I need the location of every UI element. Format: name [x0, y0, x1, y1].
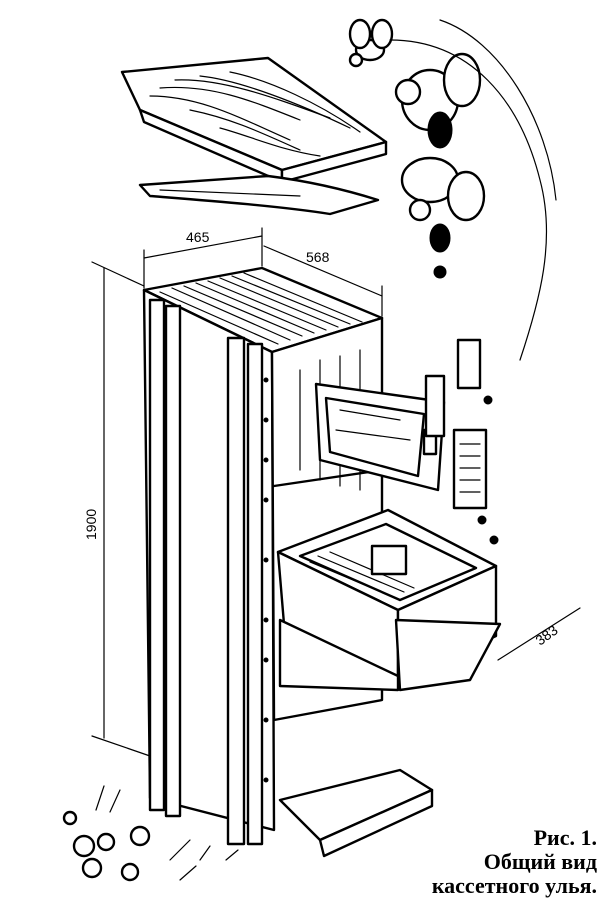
hive-lid [120, 56, 388, 184]
bee-2 [394, 52, 482, 149]
landing-board [278, 768, 434, 858]
depth-label: 568 [306, 249, 330, 265]
nails [263, 377, 269, 783]
caption-line-2: Общий вид [483, 849, 597, 874]
bee-3 [400, 156, 486, 253]
bee-4 [433, 265, 499, 545]
bee-1 [348, 18, 394, 68]
drawer-depth-label: 383 [532, 622, 560, 649]
feeder-parts [424, 338, 488, 510]
dimension-depth: 568 [263, 245, 383, 317]
flowers-grass [62, 785, 239, 882]
bees [348, 18, 557, 545]
width-label: 465 [186, 229, 210, 245]
dimension-height: 1900 [83, 261, 151, 757]
dimension-drawer: 383 [497, 607, 581, 661]
top-frames [159, 272, 363, 345]
canvas-sheet [138, 174, 380, 216]
caption-line-1: Рис. 1. [533, 825, 597, 850]
height-label: 1900 [83, 509, 99, 540]
dimension-width: 465 [143, 227, 263, 289]
caption-line-3: кассетного улья. [431, 873, 597, 898]
frame-insert [314, 382, 446, 492]
cassette-drawer [276, 508, 502, 692]
figure-caption: Рис. 1. Общий вид кассетного улья. [337, 826, 597, 898]
